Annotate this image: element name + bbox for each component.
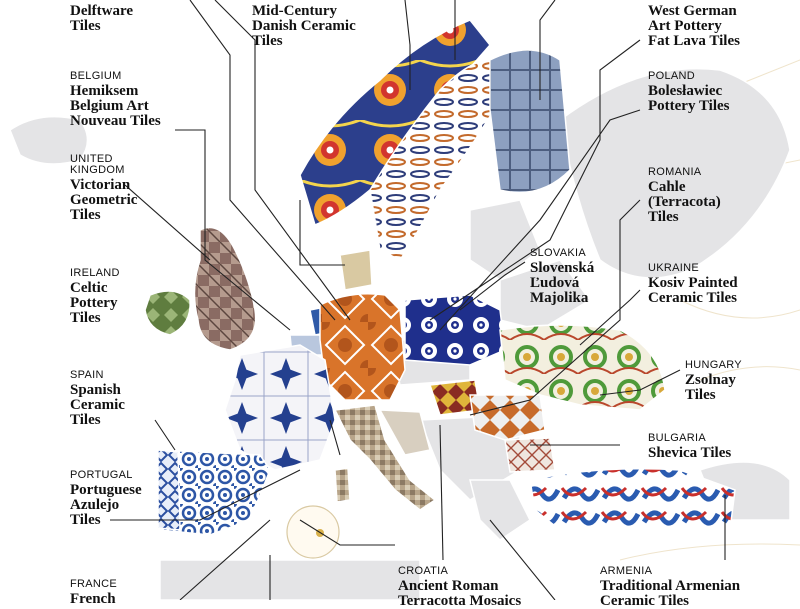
label-belgium-country: BELGIUM bbox=[70, 70, 122, 82]
label-uk-name: Victorian Geometric Tiles bbox=[70, 177, 138, 223]
label-portugal-country: PORTUGAL bbox=[70, 469, 133, 481]
label-croatia-country: CROATIA bbox=[398, 565, 449, 577]
sardinia bbox=[334, 467, 351, 503]
label-portugal-name: Portuguese Azulejo Tiles bbox=[70, 482, 142, 528]
label-hungary-name: Zsolnay Tiles bbox=[685, 372, 736, 403]
label-belgium-name: Hemiksem Belgium Art Nouveau Tiles bbox=[70, 83, 161, 129]
iceland bbox=[9, 115, 89, 165]
label-uk-country: UNITED KINGDOM bbox=[70, 153, 125, 176]
label-poland-name: Bolesławiec Pottery Tiles bbox=[648, 83, 730, 114]
label-belgium: BELGIUM Hemiksem Belgium Art Nouveau Til… bbox=[70, 71, 161, 129]
north-africa bbox=[159, 559, 421, 600]
label-croatia: CROATIA Ancient Roman Terracotta Mosaics bbox=[398, 566, 521, 609]
label-ireland-name: Celtic Pottery Tiles bbox=[70, 280, 118, 326]
label-hungary-country: HUNGARY bbox=[685, 359, 742, 371]
label-armenia: ARMENIA Traditional Armenian Ceramic Til… bbox=[600, 566, 740, 609]
poland-tiles bbox=[404, 294, 506, 366]
label-france-country: FRANCE bbox=[70, 578, 118, 590]
turkey-tiles bbox=[529, 468, 736, 536]
label-germany: West German Art Pottery Fat Lava Tiles bbox=[648, 4, 740, 49]
label-denmark-name: Mid-Century Danish Ceramic Tiles bbox=[252, 3, 356, 49]
leader-lines bbox=[110, 0, 726, 600]
spain-tiles bbox=[159, 449, 271, 536]
label-slovakia-country: SLOVAKIA bbox=[530, 247, 586, 259]
tile-countries bbox=[144, 19, 736, 536]
label-romania: ROMANIA Cahle (Terracota) Tiles bbox=[648, 167, 721, 225]
label-romania-country: ROMANIA bbox=[648, 166, 702, 178]
label-bulgaria-name: Shevica Tiles bbox=[648, 445, 732, 461]
label-denmark: Mid-Century Danish Ceramic Tiles bbox=[252, 4, 356, 49]
label-germany-name: West German Art Pottery Fat Lava Tiles bbox=[648, 3, 740, 49]
label-bulgaria: BULGARIA Shevica Tiles bbox=[648, 433, 731, 461]
label-ireland-country: IRELAND bbox=[70, 267, 120, 279]
label-netherlands: Delftware Tiles bbox=[70, 4, 133, 34]
malta-inset-circle bbox=[286, 505, 340, 559]
label-france: FRANCE French bbox=[70, 579, 117, 607]
label-netherlands-name: Delftware Tiles bbox=[70, 3, 134, 34]
label-ireland: IRELAND Celtic Pottery Tiles bbox=[70, 268, 120, 326]
label-croatia-name: Ancient Roman Terracotta Mosaics bbox=[398, 578, 522, 609]
label-armenia-country: ARMENIA bbox=[600, 565, 653, 577]
label-ukraine-name: Kosiv Painted Ceramic Tiles bbox=[648, 275, 738, 306]
label-hungary: HUNGARY Zsolnay Tiles bbox=[685, 360, 742, 403]
label-bulgaria-country: BULGARIA bbox=[648, 432, 707, 444]
label-spain: SPAIN Spanish Ceramic Tiles bbox=[70, 370, 125, 428]
label-slovakia: SLOVAKIA Slovenská Ľudová Majolika bbox=[530, 248, 594, 306]
italy-tiles bbox=[333, 404, 437, 511]
label-poland-country: POLAND bbox=[648, 70, 696, 82]
russia-west bbox=[559, 67, 791, 279]
france-tiles bbox=[224, 344, 336, 471]
label-ukraine-country: UKRAINE bbox=[648, 262, 699, 274]
label-uk: UNITED KINGDOM Victorian Geometric Tiles bbox=[70, 154, 137, 223]
label-armenia-name: Traditional Armenian Ceramic Tiles bbox=[600, 578, 741, 609]
label-poland: POLAND Bolesławiec Pottery Tiles bbox=[648, 71, 730, 114]
finland-tiles bbox=[489, 49, 571, 194]
denmark-tiles bbox=[339, 249, 373, 291]
bulgaria-tiles bbox=[504, 437, 556, 473]
label-slovakia-name: Slovenská Ľudová Majolika bbox=[530, 260, 595, 306]
label-spain-country: SPAIN bbox=[70, 369, 104, 381]
ireland-tiles bbox=[144, 290, 191, 336]
label-spain-name: Spanish Ceramic Tiles bbox=[70, 382, 125, 428]
croatia-tiles bbox=[378, 409, 431, 456]
ukraine-tiles bbox=[499, 324, 666, 411]
romania-tiles bbox=[469, 394, 546, 441]
portugal-tiles bbox=[157, 449, 181, 531]
uk-tiles bbox=[193, 226, 257, 351]
greece bbox=[469, 479, 531, 541]
label-romania-name: Cahle (Terracota) Tiles bbox=[648, 179, 721, 225]
germany-tiles bbox=[319, 293, 406, 401]
label-portugal: PORTUGAL Portuguese Azulejo Tiles bbox=[70, 470, 142, 528]
label-ukraine: UKRAINE Kosiv Painted Ceramic Tiles bbox=[648, 263, 738, 306]
